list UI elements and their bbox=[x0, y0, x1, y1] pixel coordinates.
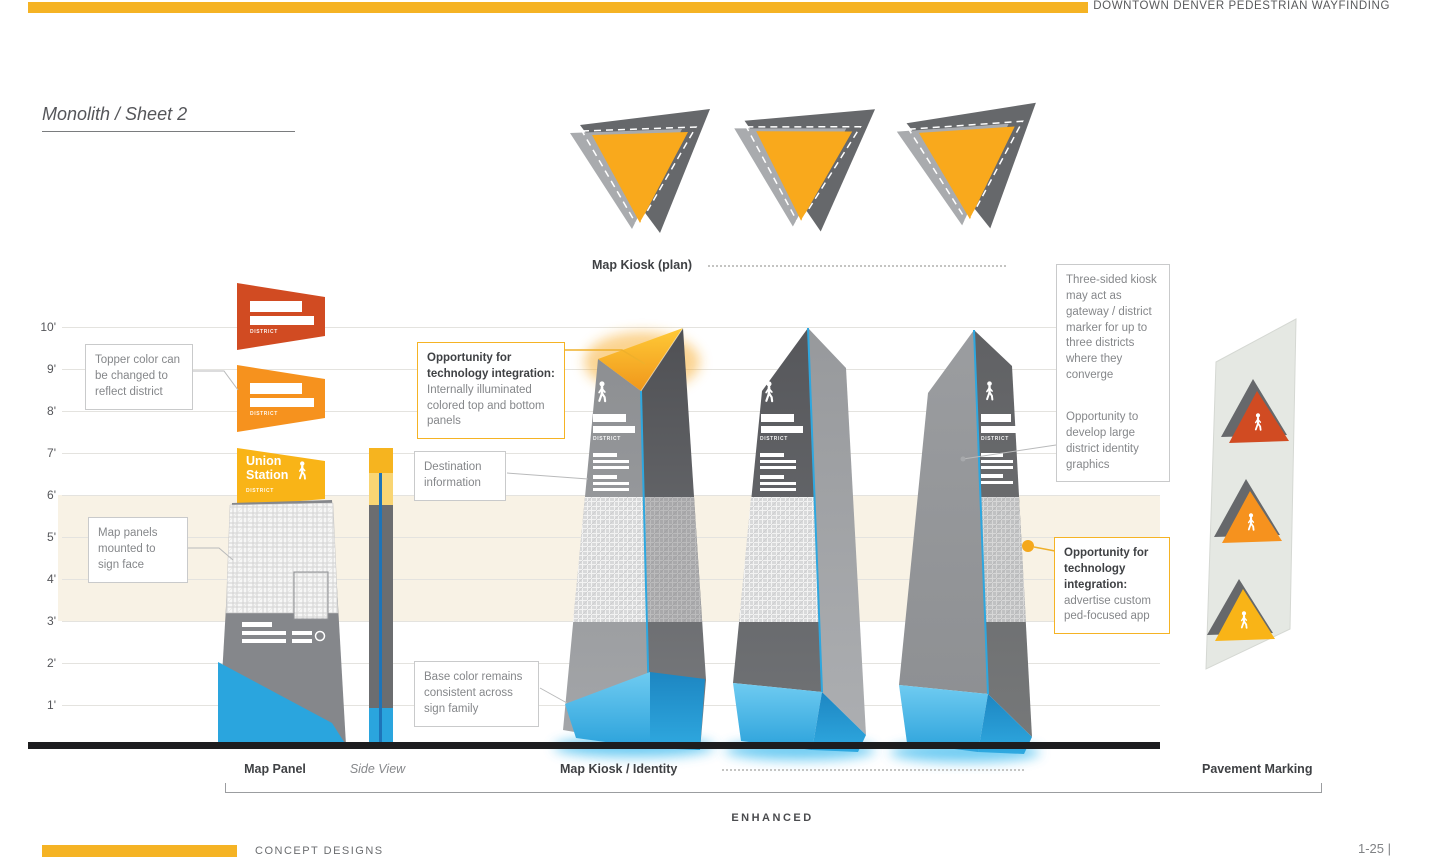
label-side-view: Side View bbox=[349, 762, 406, 776]
kiosk-blue-base bbox=[565, 672, 650, 748]
ground-line bbox=[28, 742, 1160, 749]
kiosk-map-face bbox=[739, 497, 819, 622]
map-panel-blue-base bbox=[218, 662, 346, 745]
scale-label: 8' bbox=[47, 404, 56, 418]
plan-triangle-1 bbox=[570, 109, 710, 233]
plan-triangle-2 bbox=[734, 109, 876, 232]
map-kiosk-2 bbox=[725, 327, 875, 760]
kiosk-yellow-top-panel bbox=[598, 328, 683, 391]
callout-bold-text: Opportunity for technology integration: bbox=[427, 352, 555, 380]
map-panel-inset-map bbox=[293, 571, 329, 620]
district-label: DISTRICT bbox=[250, 329, 278, 335]
label-map-panel: Map Panel bbox=[244, 762, 306, 776]
dotted-rule bbox=[708, 265, 1006, 267]
footer-accent-bar bbox=[42, 845, 237, 857]
footer-section-label: CONCEPT DESIGNS bbox=[255, 845, 384, 857]
callout-three-sided: Three-sided kiosk may act as gateway / d… bbox=[1056, 264, 1170, 483]
district-label: DISTRICT bbox=[760, 436, 788, 442]
callout-base-color: Base color remains consistent across sig… bbox=[414, 661, 539, 727]
page-number: 1-25 | bbox=[1357, 841, 1391, 856]
callout-tech-top: Opportunity for technology integration: … bbox=[417, 342, 565, 440]
pavement-marking-panel bbox=[1205, 318, 1297, 670]
leader-lines bbox=[188, 349, 1057, 704]
topper-yellow-union-station bbox=[237, 448, 325, 506]
sheet-title: Monolith / Sheet 2 bbox=[42, 104, 188, 124]
topper-red bbox=[237, 283, 325, 350]
map-kiosk-1 bbox=[554, 327, 714, 757]
enhanced-bracket bbox=[225, 783, 1322, 793]
callout-text: Three-sided kiosk may act as gateway / d… bbox=[1066, 274, 1157, 382]
side-view-column bbox=[369, 448, 393, 745]
district-label: DISTRICT bbox=[981, 436, 1009, 442]
label-map-kiosk: Map Kiosk / Identity bbox=[560, 762, 678, 776]
scale-label: 4' bbox=[47, 572, 56, 586]
scale-label: 5' bbox=[47, 530, 56, 544]
kiosk-blue-base bbox=[899, 685, 988, 752]
gridline bbox=[62, 327, 1160, 328]
map-panel-monolith bbox=[218, 500, 346, 745]
callout-topper-color: Topper color can be changed to reflect d… bbox=[85, 344, 193, 410]
map-kiosk-3 bbox=[890, 329, 1040, 762]
kiosk-map-face bbox=[980, 497, 1026, 622]
scale-label: 1' bbox=[47, 698, 56, 712]
kiosk-blue-base bbox=[733, 683, 822, 750]
callout-text: Opportunity to develop large district id… bbox=[1066, 411, 1139, 471]
scale-label: 7' bbox=[47, 446, 56, 460]
label-enhanced: ENHANCED bbox=[731, 812, 814, 824]
union-station-label: Union Station bbox=[246, 454, 289, 482]
topper-orange bbox=[237, 365, 325, 432]
scale-label: 2' bbox=[47, 656, 56, 670]
district-label: DISTRICT bbox=[593, 436, 621, 442]
callout-bold-text: Opportunity for technology integration: bbox=[1064, 547, 1149, 591]
district-label: DISTRICT bbox=[250, 411, 278, 417]
document-title: DOWNTOWN DENVER PEDESTRIAN WAYFINDING bbox=[1093, 0, 1390, 12]
callout-text: Internally illuminated colored top and b… bbox=[427, 383, 545, 428]
sheet-title-underline bbox=[42, 131, 295, 132]
dotted-rule bbox=[722, 769, 1024, 771]
scale-label: 10' bbox=[40, 320, 56, 334]
plan-view-label: Map Kiosk (plan) bbox=[592, 258, 693, 272]
header-accent-bar bbox=[28, 2, 1088, 13]
scale-label: 9' bbox=[47, 362, 56, 376]
tech-callout-dot bbox=[1022, 540, 1034, 552]
district-label: DISTRICT bbox=[246, 488, 274, 494]
callout-text: advertise custom ped-focused app bbox=[1064, 594, 1151, 623]
scale-label: 3' bbox=[47, 614, 56, 628]
kiosk-map-face bbox=[573, 497, 647, 622]
label-pavement-marking: Pavement Marking bbox=[1202, 762, 1313, 776]
plan-triangle-3 bbox=[896, 102, 1036, 229]
callout-map-panels: Map panels mounted to sign face bbox=[88, 517, 188, 583]
callout-tech-app: Opportunity for technology integration: … bbox=[1054, 537, 1170, 635]
callout-destination: Destination information bbox=[414, 451, 506, 501]
scale-label: 6' bbox=[47, 488, 56, 502]
